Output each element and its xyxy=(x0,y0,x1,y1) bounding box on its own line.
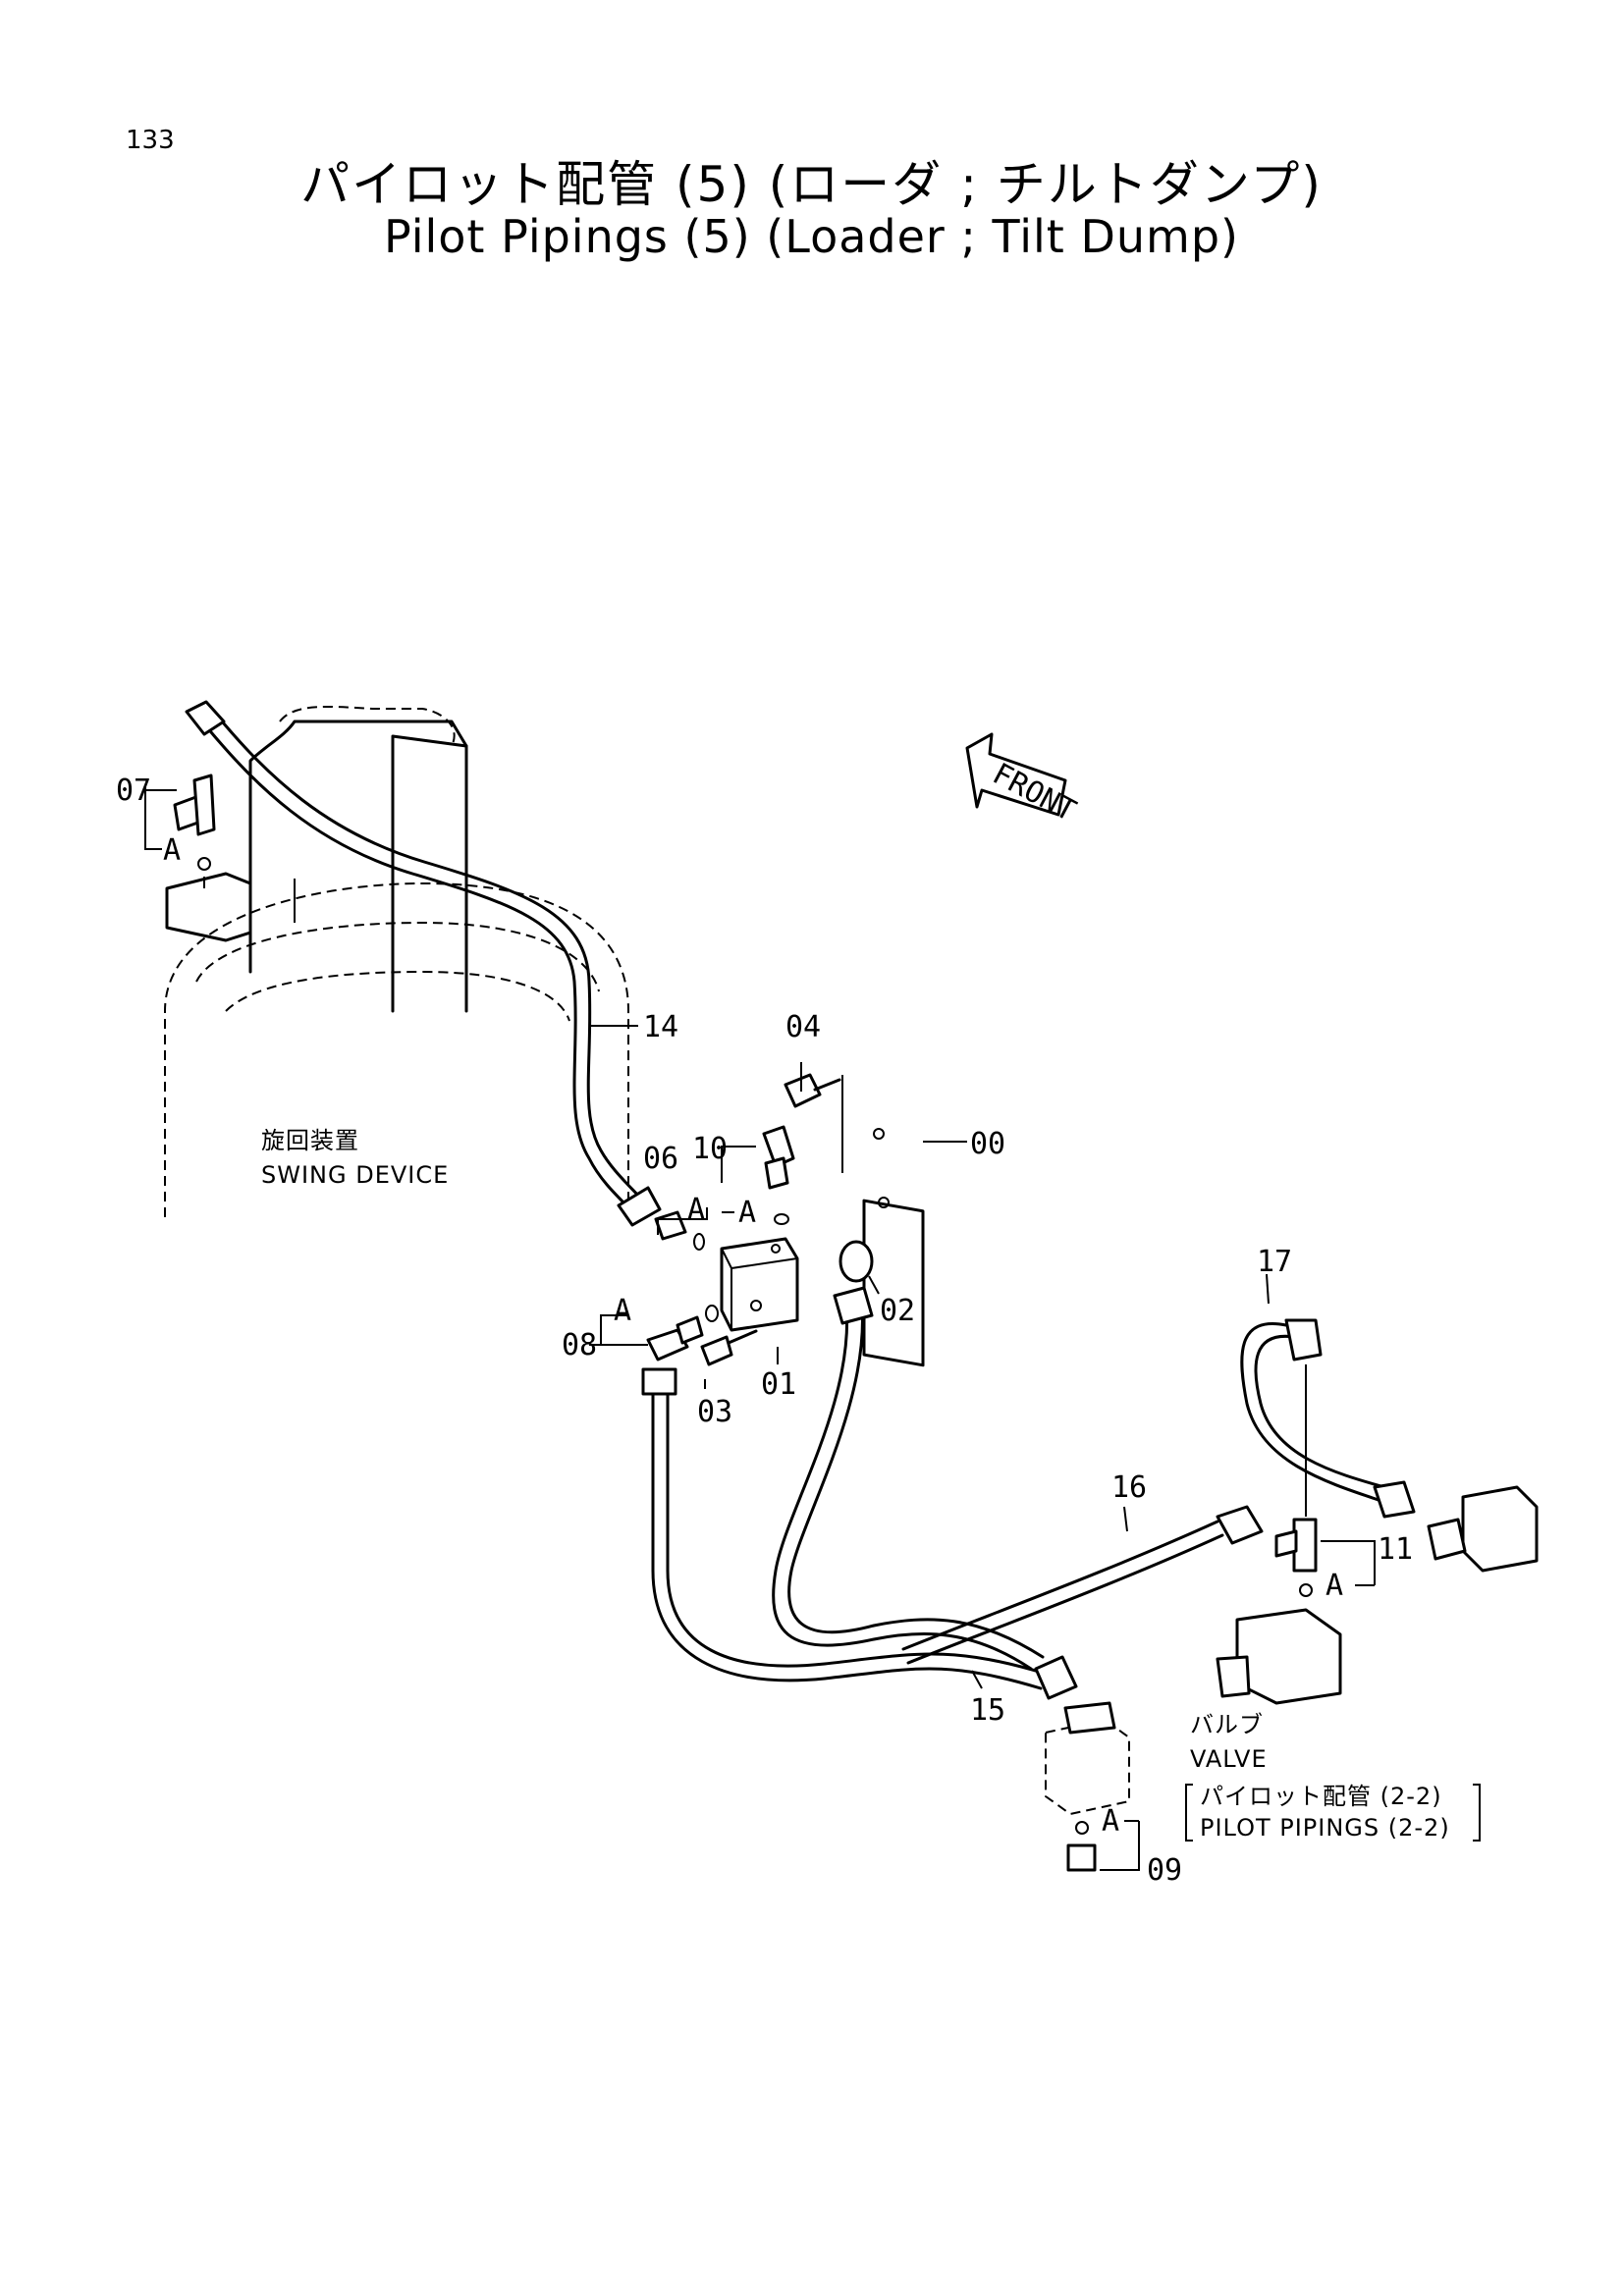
swing-device-label-en: SWING DEVICE xyxy=(261,1161,449,1189)
callout-10: 10 xyxy=(692,1132,728,1166)
valve-label-en: VALVE xyxy=(1190,1745,1268,1773)
fitting-07 xyxy=(173,774,216,888)
hose-17 xyxy=(1240,1318,1416,1519)
page-number: 133 xyxy=(126,126,175,155)
plate-00 xyxy=(862,1128,925,1367)
fitting-10 xyxy=(762,1125,795,1225)
collar-02 xyxy=(839,1240,874,1283)
detail-mark-11: A xyxy=(1325,1569,1343,1603)
valve-block-right xyxy=(1216,1485,1539,1705)
fitting-08 xyxy=(646,1305,719,1362)
detail-mark-08: A xyxy=(614,1294,631,1328)
swing-device-label-ja: 旋回装置 xyxy=(261,1127,359,1154)
reference-label-en: PILOT PIPINGS (2-2) xyxy=(1200,1814,1450,1842)
detail-mark-07: A xyxy=(163,833,181,868)
callout-labels: 07 A 14 04 00 06 A 10 A 02 A 08 01 03 17… xyxy=(116,774,1413,1888)
page-title-english: Pilot Pipings (5) (Loader ; Tilt Dump) xyxy=(384,210,1239,263)
callout-17: 17 xyxy=(1257,1245,1292,1279)
callout-16: 16 xyxy=(1111,1470,1147,1505)
reference-bracket-right xyxy=(1473,1784,1481,1842)
callout-14: 14 xyxy=(643,1010,678,1044)
callout-08: 08 xyxy=(562,1328,597,1362)
callout-07: 07 xyxy=(116,774,151,808)
front-arrow: FRONT xyxy=(965,732,1081,828)
valve-block-lower xyxy=(1045,1701,1130,1872)
captions: 旋回装置 SWING DEVICE バルブ VALVE パイロット配管 (2-2… xyxy=(261,1127,1481,1842)
detail-mark-06: A xyxy=(687,1193,705,1227)
hose-14 xyxy=(185,700,662,1227)
bolt-04 xyxy=(784,1073,843,1173)
leader-lines xyxy=(144,785,1376,1871)
reference-bracket-left xyxy=(1185,1784,1193,1842)
detail-mark-09: A xyxy=(1102,1804,1119,1839)
hose-16 xyxy=(901,1505,1264,1665)
callout-04: 04 xyxy=(785,1010,821,1044)
callout-15: 15 xyxy=(970,1693,1005,1728)
valve-label-ja: バルブ xyxy=(1190,1711,1264,1738)
fitting-11 xyxy=(1274,1518,1318,1597)
bolt-03 xyxy=(700,1329,758,1366)
callout-02: 02 xyxy=(880,1294,915,1328)
callout-06: 06 xyxy=(643,1142,678,1176)
block-01 xyxy=(720,1237,799,1332)
callout-00: 00 xyxy=(970,1127,1005,1161)
detail-mark-10: A xyxy=(738,1196,756,1230)
callout-11: 11 xyxy=(1378,1532,1413,1567)
page-title-japanese: パイロット配管 (5) (ローダ ; チルトダンプ) xyxy=(300,156,1323,213)
callout-09: 09 xyxy=(1147,1853,1182,1888)
hose-15 xyxy=(641,1286,1078,1700)
callout-01: 01 xyxy=(761,1367,796,1402)
front-label: FRONT xyxy=(987,757,1081,828)
callout-03: 03 xyxy=(697,1395,732,1429)
reference-label-ja: パイロット配管 (2-2) xyxy=(1200,1783,1442,1810)
swing-device-outline xyxy=(164,705,629,1217)
